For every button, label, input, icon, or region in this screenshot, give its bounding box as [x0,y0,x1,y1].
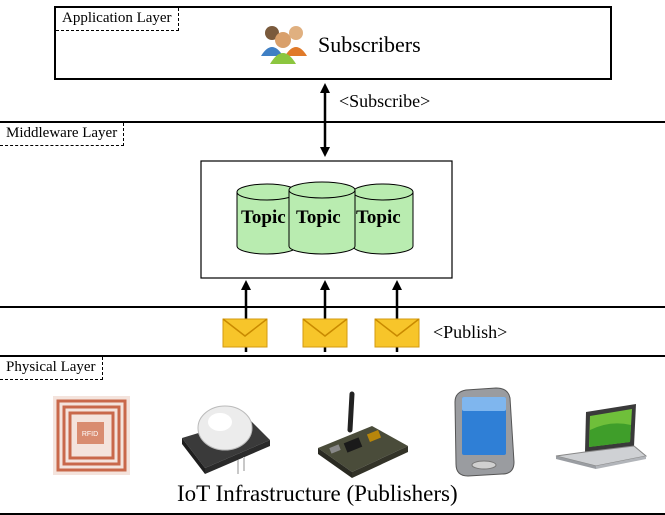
application-layer-tag: Application Layer [56,8,179,31]
circuit-board-icon [318,391,408,478]
subscribe-label: <Subscribe> [339,91,431,111]
publish-label: <Publish> [433,322,508,342]
topic-label-right: Topic [356,207,401,228]
physical-layer-tag: Physical Layer [0,357,103,380]
rfid-label: RFID [82,431,98,438]
middleware-layer-tag: Middleware Layer [0,123,125,146]
topic-label-center: Topic [296,207,341,228]
subscribers-title: Subscribers [318,32,421,57]
pir-sensor-icon [182,405,270,474]
envelope-icon-2 [302,318,348,348]
topic-label-left: Topic [241,207,286,228]
topic-cylinder-left [236,183,298,255]
subscribers-icon [261,26,307,64]
smartphone-icon [454,387,515,477]
envelope-icon-3 [374,318,420,348]
rfid-tag-icon: RFID [53,396,130,475]
topic-cylinder-center [288,181,356,255]
application-layer: Application Layer [54,6,612,80]
laptop-icon [555,404,648,469]
envelope-icon-1 [222,318,268,348]
physical-layer-caption: IoT Infrastructure (Publishers) [177,481,458,506]
